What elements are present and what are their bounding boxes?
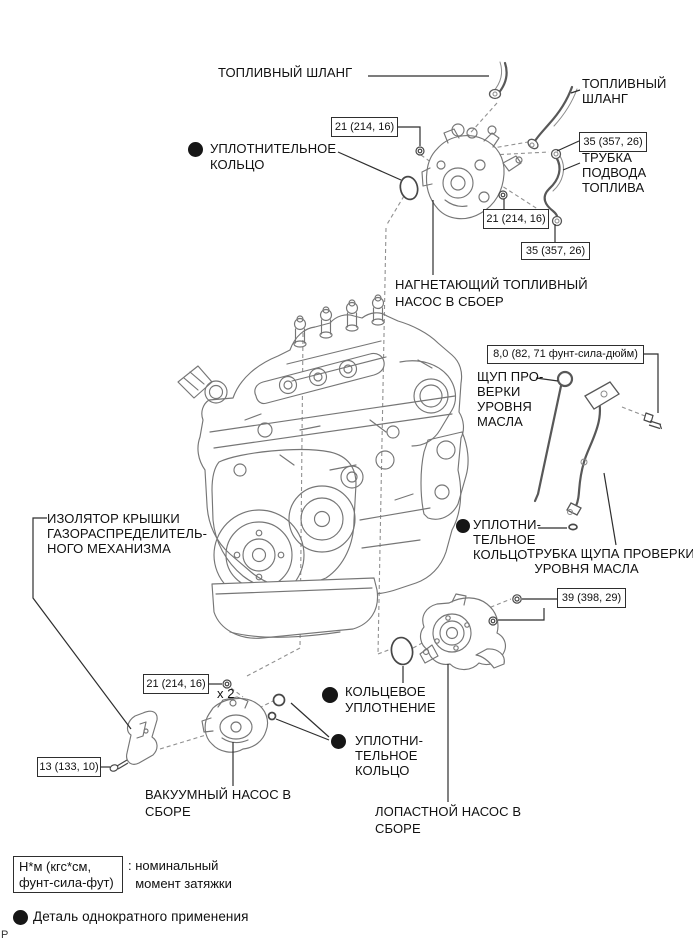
legend-torque-note: : номинальный момент затяжки: [128, 858, 232, 891]
label-oil-dipstick: ЩУП ПРО- ВЕРКИ УРОВНЯ МАСЛА: [477, 369, 544, 429]
label-seal-ring-bottom: УПЛОТНИ- ТЕЛЬНОЕ КОЛЬЦО: [355, 733, 424, 778]
legend-torque-units-box: Н*м (кгс*см, фунт-сила-фут): [13, 856, 123, 893]
vane-pump-sketch: [419, 593, 506, 671]
torque-box-fuel-pump-bolt-lower: 21 (214, 16): [483, 209, 549, 229]
label-vacuum-pump: ВАКУУМНЫЙ НАСОС В СБОРЕ: [145, 787, 292, 819]
single-use-bullet-icon: [322, 687, 338, 703]
single-use-bullet-icon: [456, 519, 470, 533]
torque-box-insulator-bolt: 13 (133, 10): [37, 757, 101, 777]
engine-block-sketch: [177, 294, 469, 639]
label-ring-seal: КОЛЬЦЕВОЕ УПЛОТНЕНИЕ: [345, 684, 436, 715]
o-rings-sketch: [267, 175, 578, 721]
single-use-bullet-icon: [188, 142, 203, 157]
timing-cover-insulator-sketch: [126, 710, 158, 765]
vacuum-pump-sketch: [201, 696, 269, 753]
label-insulator: ИЗОЛЯТОР КРЫШКИ ГАЗОРАСПРЕДЕЛИТЕЛЬ- НОГО…: [47, 511, 208, 556]
torque-box-fuel-pipe-union-lower: 35 (357, 26): [521, 242, 590, 260]
torque-box-vane-pump-bolt: 39 (398, 29): [557, 588, 626, 608]
fuel-supply-pump-sketch: [421, 123, 523, 220]
torque-box-fuel-pipe-union-upper: 35 (357, 26): [579, 132, 647, 152]
label-vane-pump: ЛОПАСТНОЙ НАСОС В СБОРЕ: [375, 804, 522, 836]
label-fuel-hose-top: ТОПЛИВНЫЙ ШЛАНГ: [218, 65, 353, 80]
single-use-bullet-icon: [331, 734, 346, 749]
oil-dipstick-sketch: [533, 370, 574, 503]
legend-single-use-note: Деталь однократного применения: [33, 909, 249, 924]
leader-lines: [32, 75, 659, 802]
torque-box-dipstick-tube-bolt: 8,0 (82, 71 фунт-сила-дюйм): [487, 345, 644, 364]
single-use-bullet-icon: [13, 910, 28, 925]
label-fuel-hose-right: ТОПЛИВНЫЙ ШЛАНГ: [582, 76, 667, 106]
torque-box-vacuum-pump-bolt: 21 (214, 16): [143, 674, 209, 694]
bolts-sketch: [109, 146, 663, 772]
label-fuel-inlet-pipe: ТРУБКА ПОДВОДА ТОПЛИВА: [582, 150, 647, 195]
label-seal-ring-right: УПЛОТНИ- ТЕЛЬНОЕ КОЛЬЦО: [473, 517, 542, 562]
label-supply-pump: НАГНЕТАЮЩИЙ ТОПЛИВНЫЙ НАСОС В СБОЕР: [395, 277, 588, 309]
dipstick-tube-sketch: [566, 381, 620, 516]
label-dipstick-tube: ТРУБКА ЩУПА ПРОВЕРКИ УРОВНЯ МАСЛА: [527, 546, 693, 576]
fuel-hoses-sketch: [488, 61, 578, 227]
torque-box-fuel-pump-bolt-upper: 21 (214, 16): [331, 117, 398, 137]
corner-mark: Р: [1, 929, 9, 941]
label-seal-ring-top: УПЛОТНИТЕЛЬНОЕ КОЛЬЦО: [210, 141, 337, 172]
label-multiplier-x2: x 2: [217, 686, 235, 701]
